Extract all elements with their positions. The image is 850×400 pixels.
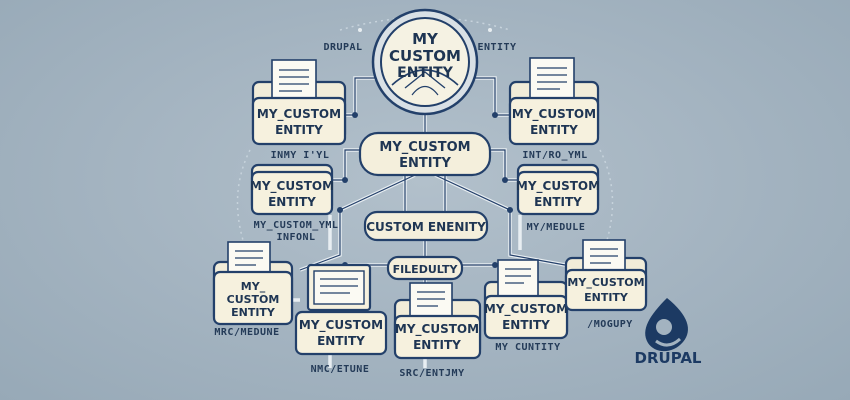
- caption-custom-yml-2: INFONL: [276, 232, 315, 243]
- drupal-drop-icon: [645, 298, 688, 352]
- folder-far-left-line3: ENTITY: [231, 306, 276, 319]
- hub-label-line1: MY_CUSTOM: [379, 140, 470, 155]
- folder-left-mid-line1: MY_CUSTOM: [250, 179, 334, 194]
- laptop-line1: MY_CUSTOM: [299, 318, 383, 333]
- folder-right-top[interactable]: MY_CUSTOM ENTITY: [508, 57, 600, 146]
- folder-right-bottom-line2: ENTITY: [502, 318, 550, 332]
- decorative-arcs: [236, 16, 614, 261]
- folder-left-mid-line2: ENTITY: [268, 195, 316, 209]
- file-duty-node[interactable]: FILEDULTY: [386, 255, 464, 281]
- folder-right-bottom[interactable]: MY_CUSTOM ENTITY: [483, 259, 569, 340]
- caption-nmc-etune: NMC/ETUNE: [311, 364, 370, 375]
- caption-inmy-yml: INMY I'YL: [271, 150, 330, 161]
- folder-far-right[interactable]: MY_CUSTOM ENTITY: [564, 239, 648, 312]
- caption-intro-yml: INT/RO_YML: [522, 150, 587, 161]
- laptop-node[interactable]: MY_CUSTOM ENTITY: [294, 263, 388, 356]
- folder-left-top-line2: ENTITY: [275, 123, 323, 137]
- caption-drupal-top: DRUPAL: [323, 42, 362, 53]
- folder-far-left[interactable]: MY_ CUSTOM ENTITY: [212, 241, 294, 326]
- caption-entity-top: ENTITY: [477, 42, 516, 53]
- folder-right-bottom-line1: MY_CUSTOM: [484, 302, 568, 317]
- drupal-logo[interactable]: DRUPAL: [635, 298, 702, 367]
- folder-left-mid[interactable]: MY_CUSTOM ENTITY: [250, 163, 334, 216]
- central-entity-node[interactable]: MY CUSTOM ENTITY: [371, 8, 479, 116]
- folder-left-top-line1: MY_CUSTOM: [257, 107, 341, 122]
- caption-src-entjmy: SRC/ENTJMY: [399, 368, 464, 379]
- caption-my-module: MY/MEDULE: [527, 222, 586, 233]
- caption-custom-yml-1: MY_CUSTOM_YML: [254, 220, 339, 231]
- folder-far-right-line2: ENTITY: [584, 291, 629, 304]
- drupal-logo-text: DRUPAL: [635, 349, 702, 367]
- central-title-line1: MY: [412, 30, 439, 48]
- folder-right-top-line2: ENTITY: [530, 123, 578, 137]
- captions: DRUPAL ENTITY INMY I'YL INT/RO_YML MY_CU…: [214, 42, 632, 379]
- central-title-line2: CUSTOM: [389, 47, 461, 65]
- caption-mrc-medune: MRC/MEDUNE: [214, 327, 279, 338]
- file-duty-label: FILEDULTY: [393, 263, 459, 276]
- folder-bottom-center[interactable]: MY_CUSTOM ENTITY: [393, 282, 482, 360]
- hub-label-line2: ENTITY: [399, 156, 451, 171]
- caption-mogupy: /MOGUPY: [587, 319, 633, 330]
- folder-right-mid-line2: ENTITY: [534, 195, 582, 209]
- custom-entity-label: CUSTOM ENENITY: [366, 220, 486, 234]
- central-title-line3: ENTITY: [397, 65, 454, 81]
- folder-right-mid-line1: MY_CUSTOM: [516, 179, 600, 194]
- caption-my-cuntity: MY CUNTITY: [495, 342, 560, 353]
- laptop-line2: ENTITY: [317, 334, 365, 348]
- folder-far-left-line2: CUSTOM: [227, 293, 280, 306]
- hub-entity-node[interactable]: MY_CUSTOM ENTITY: [358, 131, 492, 177]
- custom-entity-node[interactable]: CUSTOM ENENITY: [363, 210, 489, 242]
- folder-bottom-center-line1: MY_CUSTOM: [395, 322, 479, 337]
- folder-far-right-line1: MY_CUSTOM: [567, 276, 644, 289]
- folder-far-left-line1: MY_: [241, 280, 266, 293]
- folder-right-mid[interactable]: MY_CUSTOM ENTITY: [516, 163, 600, 216]
- folder-right-top-line1: MY_CUSTOM: [512, 107, 596, 122]
- folder-left-top[interactable]: MY_CUSTOM ENTITY: [251, 59, 347, 146]
- folder-bottom-center-line2: ENTITY: [413, 338, 461, 352]
